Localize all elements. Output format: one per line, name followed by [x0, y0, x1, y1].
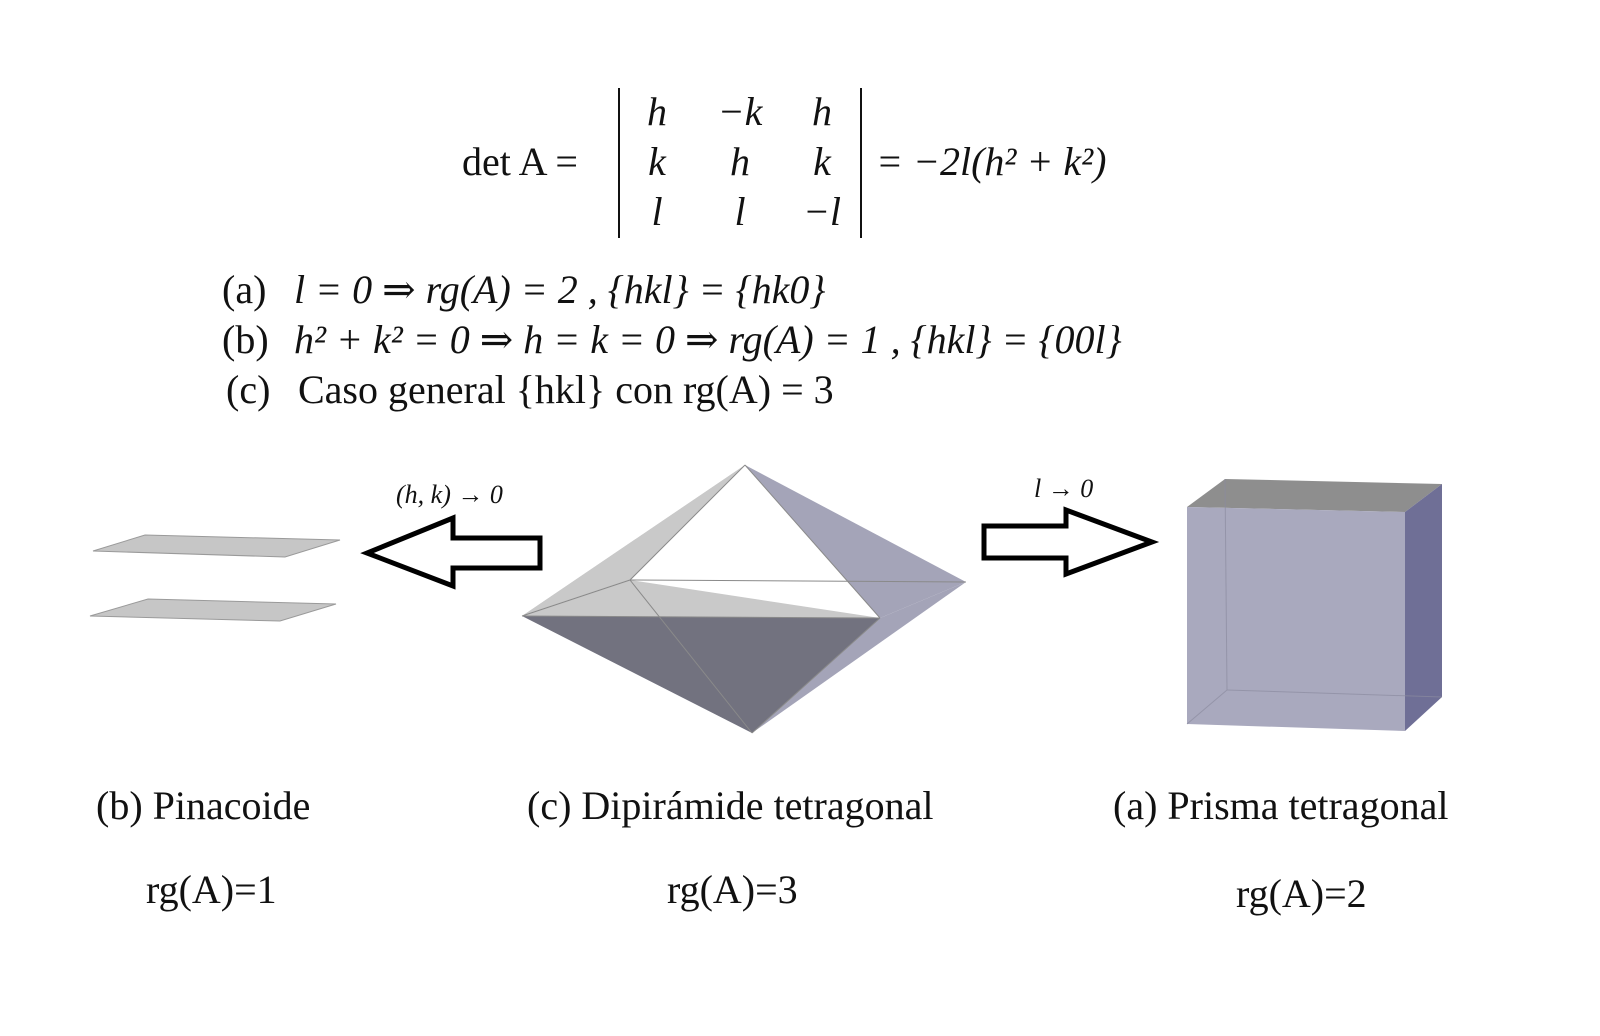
caption-pinacoid: (b) Pinacoide: [96, 783, 311, 828]
matrix-cell: h: [730, 139, 750, 184]
matrix-cell: l: [734, 189, 746, 234]
dipyramid-face-upper-right: [745, 465, 966, 618]
rank-pinacoid: rg(A)=1: [146, 867, 277, 912]
matrix-cell: h: [812, 89, 832, 134]
det-lhs: det A =: [462, 139, 578, 184]
det-left-bar: [618, 88, 620, 238]
matrix-cell: k: [648, 139, 666, 184]
matrix-cell: −k: [717, 89, 763, 134]
dipyramid-face-upper-front: [522, 465, 880, 618]
rank-prism: rg(A)=2: [1236, 871, 1367, 916]
pinacoid-upper-plane: [92, 534, 341, 558]
det-right-bar: [860, 88, 862, 238]
matrix-cell: −l: [802, 189, 842, 234]
dipyramid-face-lower-right: [752, 582, 966, 733]
right-arrow-label: l → 0: [1034, 474, 1094, 503]
case-b-label: (b): [222, 317, 269, 362]
case-b: (b) h² + k² = 0 ⇒ h = k = 0 ⇒ rg(A) = 1 ,…: [222, 316, 1122, 363]
case-a: (a) l = 0 ⇒ rg(A) = 2 , {hkl} = {hk0}: [222, 266, 825, 313]
dipyramid-face-lower-front: [522, 616, 880, 733]
matrix-cell: h: [647, 89, 667, 134]
prism-front-face: [1187, 507, 1405, 731]
case-a-text: l = 0 ⇒ rg(A) = 2 , {hkl} = {hk0}: [294, 267, 826, 312]
prism-side-face: [1405, 484, 1442, 731]
case-b-text: h² + k² = 0 ⇒ h = k = 0 ⇒ rg(A) = 1 , {h…: [294, 317, 1122, 362]
matrix-cell: k: [813, 139, 831, 184]
caption-prism: (a) Prisma tetragonal: [1113, 783, 1449, 828]
case-c: (c) Caso general {hkl} con rg(A) = 3: [226, 366, 834, 413]
prism-top-face: [1187, 479, 1442, 512]
pinacoid-lower-plane: [89, 598, 337, 622]
det-rhs: = −2l(h² + k²): [876, 139, 1107, 184]
rank-dipyramid: rg(A)=3: [667, 867, 798, 912]
left-arrow-label: (h, k) → 0: [396, 480, 503, 509]
caption-dipyramid: (c) Dipirámide tetragonal: [527, 783, 934, 828]
case-c-text: Caso general {hkl} con rg(A) = 3: [298, 367, 834, 412]
case-c-label: (c): [226, 367, 271, 412]
case-a-label: (a): [222, 267, 267, 312]
matrix-cell: l: [651, 189, 663, 234]
